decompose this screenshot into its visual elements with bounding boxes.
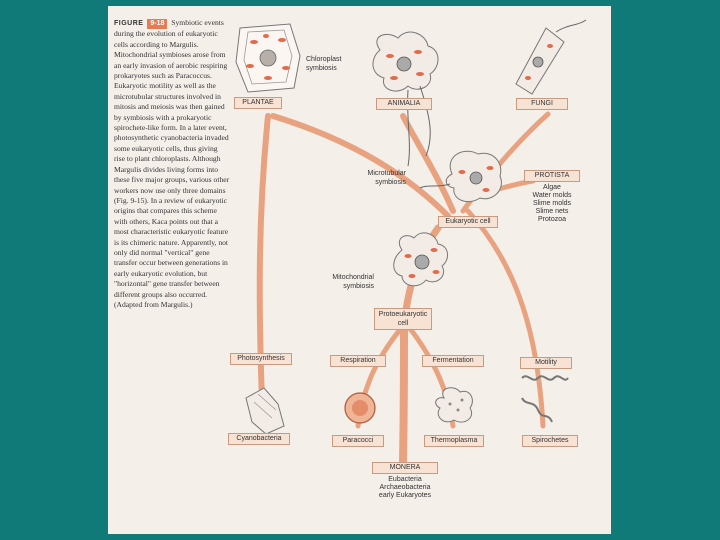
branch-monera-main (403, 326, 404, 461)
note-chloroplast-symbiosis: Chloroplast symbiosis (306, 56, 356, 73)
label-plantae: PLANTAE (234, 97, 282, 109)
protista-list: Algae Water molds Slime molds Slime nets… (522, 184, 582, 224)
protista-item-protozoa: Protozoa (522, 216, 582, 224)
figure-page: FIGURE 9-18 Symbiotic events during the … (108, 6, 611, 534)
protista-item-slime-molds: Slime molds (522, 200, 582, 208)
monera-item-archaeobacteria: Archaeobacteria (364, 484, 446, 492)
label-photosynthesis: Photosynthesis (230, 353, 292, 365)
eukaryotic-cell-illustration (420, 151, 501, 201)
spirochetes-illustration (522, 376, 568, 422)
label-monera: MONERA (372, 462, 438, 474)
monera-item-early-eukaryotes: early Eukaryotes (364, 492, 446, 500)
label-cyanobacteria: Cyanobacteria (228, 433, 290, 445)
phylogeny-diagram (108, 6, 611, 534)
protista-item-water-molds: Water molds (522, 192, 582, 200)
label-fungi: FUNGI (516, 98, 568, 110)
fungi-cell-illustration (516, 20, 586, 94)
label-eukaryotic-cell: Eukaryotic cell (438, 216, 498, 228)
paracocci-illustration (345, 393, 375, 423)
label-motility: Motility (520, 357, 572, 369)
protista-item-algae: Algae (522, 184, 582, 192)
branch-eukcell-plantae (273, 116, 448, 216)
label-spirochetes: Spirochetes (522, 435, 578, 447)
label-fermentation: Fermentation (422, 355, 484, 367)
label-animalia: ANIMALIA (376, 98, 432, 110)
label-protoeukaryotic-cell: Protoeukaryotic cell (374, 308, 432, 330)
branch-spirochetes (468, 211, 543, 426)
branch-lines (260, 114, 548, 461)
note-microtubular-symbiosis: Microtubular symbiosis (352, 170, 406, 187)
monera-item-eubacteria: Eubacteria (364, 476, 446, 484)
label-thermoplasma: Thermoplasma (424, 435, 484, 447)
branch-cyanobacteria (260, 116, 268, 426)
note-mitochondrial-symbiosis: Mitochondrial symbiosis (318, 274, 374, 291)
mitochondrial-cell-illustration (394, 233, 448, 286)
label-respiration: Respiration (330, 355, 386, 367)
cyanobacteria-illustration (246, 388, 284, 434)
protista-item-slime-nets: Slime nets (522, 208, 582, 216)
label-paracocci: Paracocci (332, 435, 384, 447)
label-protista: PROTISTA (524, 170, 580, 182)
plantae-cell-illustration (236, 24, 300, 92)
thermoplasma-illustration (436, 388, 473, 422)
monera-list: Eubacteria Archaeobacteria early Eukaryo… (364, 476, 446, 500)
